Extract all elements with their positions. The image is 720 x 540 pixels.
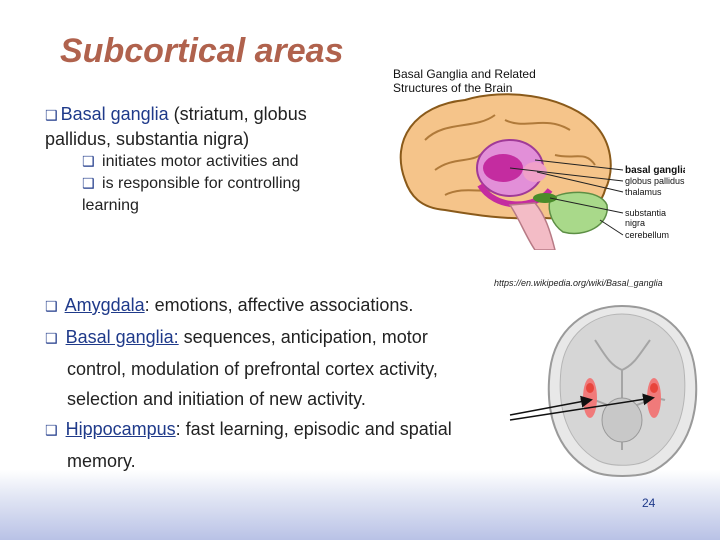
label-nigra: nigra <box>625 218 645 228</box>
page-number: 24 <box>642 496 656 510</box>
list-item-hippocampus: ❑ Hippocampus: fast learning, episodic a… <box>45 419 452 439</box>
label-substantia: substantia <box>625 208 666 218</box>
thalamus-shape <box>523 162 547 182</box>
amygdala-link[interactable]: Amygdala <box>64 295 145 315</box>
globus-pallidus-shape <box>483 154 523 182</box>
label-basal-ganglia: basal ganglia <box>625 165 685 176</box>
list-continuation: control, modulation of prefrontal cortex… <box>67 359 438 379</box>
intro-line-1-rest: (striatum, globus <box>168 104 307 124</box>
main-list: ❑ Amygdala: emotions, affective associat… <box>45 290 452 476</box>
checkbox-bullet-icon: ❑ <box>45 423 58 439</box>
slide-title: Subcortical areas <box>60 32 344 70</box>
figure-title-line-1: Basal Ganglia and Related <box>393 67 536 81</box>
checkbox-bullet-icon: ❑ <box>45 331 58 347</box>
list-item-amygdala: ❑ Amygdala: emotions, affective associat… <box>45 295 414 315</box>
slice-midbrain <box>601 397 643 443</box>
label-thalamus: thalamus <box>625 187 662 197</box>
subbullet-continuation: learning <box>82 197 139 214</box>
subbullet-item: ❑ initiates motor activities and <box>82 153 299 170</box>
brainstem-shape <box>508 202 556 250</box>
bottom-gradient-band <box>0 470 720 540</box>
label-cerebellum: cerebellum <box>625 230 669 240</box>
checkbox-bullet-icon: ❑ <box>45 299 58 315</box>
source-url: https://en.wikipedia.org/wiki/Basal_gang… <box>494 278 663 288</box>
basal-ganglia-figure: Basal Ganglia and Related Structures of … <box>393 67 685 250</box>
figure-title-line-2: Structures of the Brain <box>393 81 512 95</box>
list-item-basal-ganglia: ❑ Basal ganglia: sequences, anticipation… <box>45 327 428 347</box>
intro-line-1: ❑Basal ganglia (striatum, globus <box>45 103 307 128</box>
label-globus-pallidus: globus pallidus <box>625 176 685 186</box>
brain-slice-figure <box>547 304 698 477</box>
checkbox-bullet-icon: ❑ <box>82 176 95 192</box>
substantia-nigra-shape <box>533 193 557 203</box>
brain-folds <box>424 114 596 196</box>
basal-ganglia-link[interactable]: Basal ganglia: <box>65 327 179 347</box>
intro-line-2: pallidus, substantia nigra) <box>45 129 250 149</box>
cerebellum-shape <box>548 191 608 235</box>
intro-subbullets: ❑ initiates motor activities and ❑ is re… <box>82 151 300 216</box>
intro-block: ❑Basal ganglia (striatum, globus pallidu… <box>45 103 307 151</box>
hippocampus-link[interactable]: Hippocampus <box>65 419 176 439</box>
intro-term: Basal ganglia <box>60 104 169 124</box>
list-continuation: selection and initiation of new activity… <box>67 389 366 409</box>
list-continuation: memory. <box>67 451 136 471</box>
subbullet-item: ❑ is responsible for controlling <box>82 175 301 192</box>
checkbox-bullet-icon: ❑ <box>82 154 95 170</box>
checkbox-bullet-icon: ❑ <box>45 108 58 124</box>
